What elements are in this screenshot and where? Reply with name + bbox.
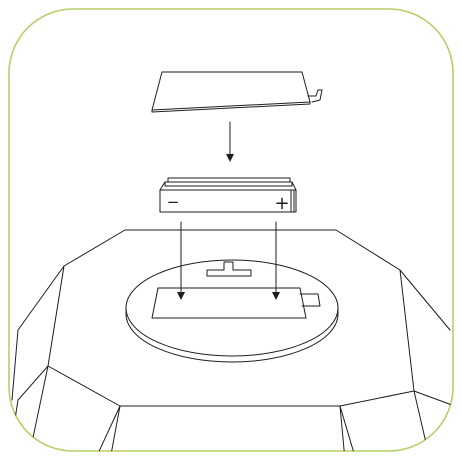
battery-positive-symbol: + xyxy=(274,193,289,214)
battery-negative-symbol: − xyxy=(167,193,180,211)
